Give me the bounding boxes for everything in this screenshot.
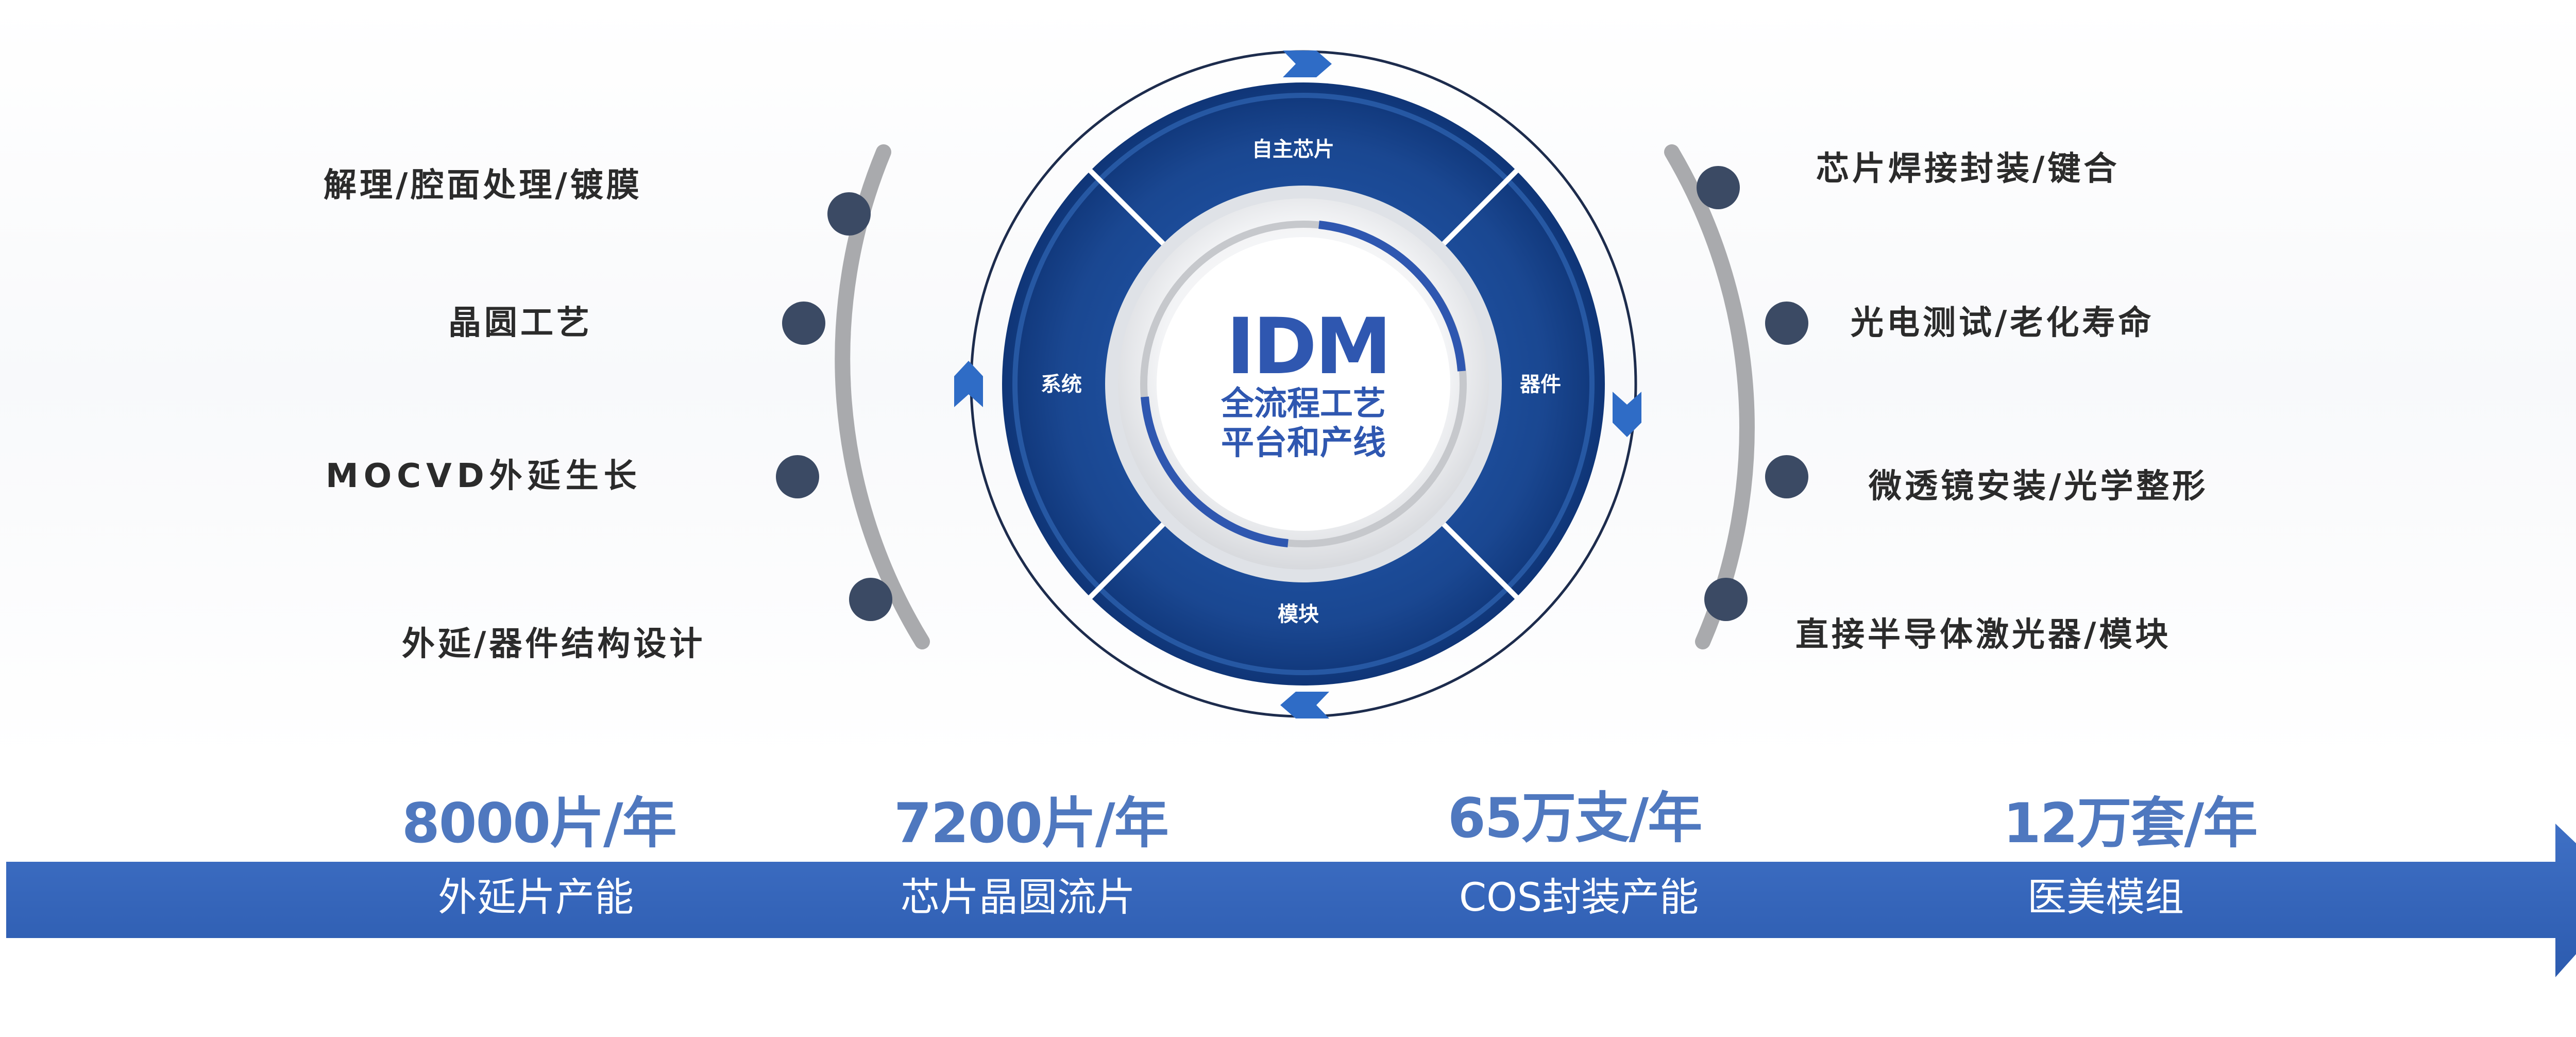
left-step-label: 外延/器件结构设计 [402,625,706,663]
idm-subtitle-line2: 平台和产线 [1221,424,1386,462]
ring-inner-glow [1012,93,1595,675]
capacity-label: 芯片晶圆流片 [901,874,1136,920]
right-step-dot [1765,455,1808,498]
cycle-arrow-right-icon [1613,392,1641,437]
segment-label-bottom: 模块 [1278,603,1319,626]
right-step-label: 微透镜安装/光学整形 [1869,467,2209,506]
hub-face [1157,237,1450,531]
capacity-value: 8000片/年 [402,792,677,855]
left-step-label: 晶圆工艺 [448,304,592,342]
cycle-arrow-left-icon [954,361,983,407]
capacity-value: 7200片/年 [894,792,1169,855]
cycle-arrow-top-icon [1283,51,1332,77]
capacity-value: 65万支/年 [1448,787,1702,850]
capacity-label: 外延片产能 [438,874,634,920]
hub-accent-arc [1318,221,1466,372]
right-step-label: 光电测试/老化寿命 [1851,304,2155,342]
right-step-dot [1697,166,1740,209]
right-step-label: 芯片焊接封装/键合 [1816,150,2120,188]
left-step-label: MOCVD外延生长 [326,457,642,495]
right-step-label: 直接半导体激光器/模块 [1795,616,2172,654]
segment-divider [1440,169,1519,247]
segment-label-left: 系统 [1041,373,1082,396]
left-step-dot [827,192,871,236]
left-step-dot [776,455,819,498]
segment-label-right: 器件 [1520,373,1561,396]
capacity-label: 医美模组 [2027,874,2184,920]
idm-title: IDM [1226,302,1392,392]
idm-subtitle-line1: 全流程工艺 [1221,385,1386,423]
right-process-arc [1664,144,1755,649]
cycle-arrow-bottom-icon [1280,692,1329,718]
segment-divider [1088,521,1166,599]
segment-divider [1088,169,1166,247]
left-step-label: 解理/腔面处理/镀膜 [324,166,642,205]
hub-track [1140,221,1467,547]
left-step-dot [782,302,825,345]
capacity-label: COS封装产能 [1459,874,1699,920]
capacity-value: 12万套/年 [2003,792,2258,855]
hub-accent-arc [1141,396,1289,547]
segment-label-top: 自主芯片 [1252,138,1334,161]
left-step-dot [849,578,892,621]
segment-divider [1440,521,1519,599]
right-step-dot [1765,302,1808,345]
right-step-dot [1704,578,1748,621]
